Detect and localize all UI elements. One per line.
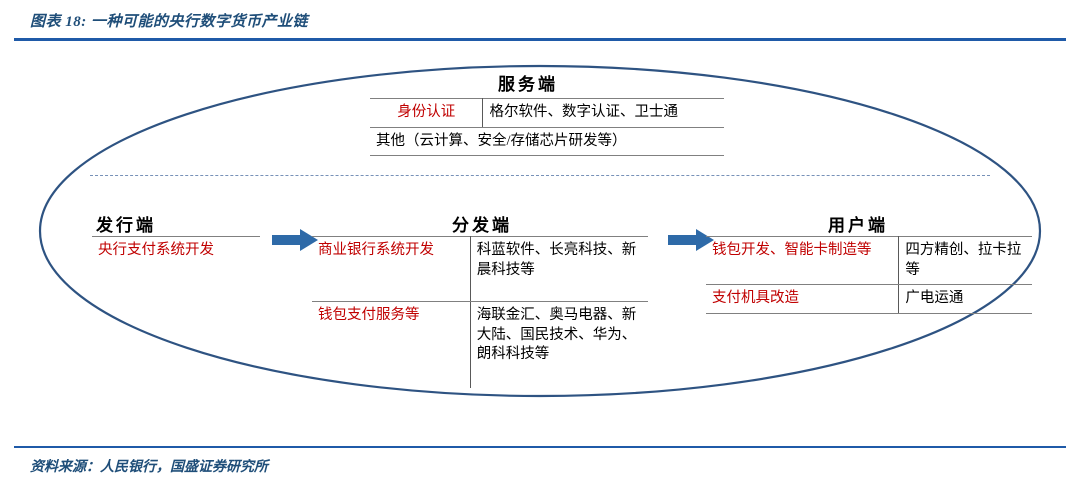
user-category-wallet-smartcard: 钱包开发、智能卡制造等 — [706, 235, 900, 286]
user-companies-terminal-upgrade: 广电运通 — [898, 284, 1032, 314]
user-table: 钱包开发、智能卡制造等 四方精创、拉卡拉等 支付机具改造 广电运通 — [706, 235, 1032, 314]
table-row: 钱包支付服务等 海联金汇、奥马电器、新大陆、国民技术、华为、朗科科技等 — [312, 301, 648, 388]
service-section-title: 服务端 — [498, 75, 558, 94]
issuance-section-title: 发行端 — [96, 216, 156, 235]
distribution-category-bank-system: 商业银行系统开发 — [312, 236, 471, 302]
arrow-right-icon — [668, 229, 714, 251]
service-table: 身份认证 格尔软件、数字认证、卫士通 其他（云计算、安全/存储芯片研发等） — [370, 98, 724, 157]
service-other-row: 其他（云计算、安全/存储芯片研发等） — [370, 127, 724, 157]
table-row: 身份认证 格尔软件、数字认证、卫士通 — [370, 98, 724, 128]
table-row: 其他（云计算、安全/存储芯片研发等） — [370, 127, 724, 157]
page-title: 图表 18: 一种可能的央行数字货币产业链 — [30, 14, 308, 30]
user-section-title: 用户端 — [828, 216, 888, 235]
ellipse-outline — [38, 64, 1042, 398]
issuance-category-pboc-payment-system: 央行支付系统开发 — [92, 235, 260, 265]
distribution-table: 商业银行系统开发 科蓝软件、长亮科技、新晨科技等 钱包支付服务等 海联金汇、奥马… — [312, 236, 648, 388]
issuance-table: 央行支付系统开发 — [92, 235, 260, 265]
table-row: 商业银行系统开发 科蓝软件、长亮科技、新晨科技等 — [312, 236, 648, 302]
user-companies-wallet-smartcard: 四方精创、拉卡拉等 — [898, 235, 1032, 286]
table-row: 央行支付系统开发 — [92, 235, 260, 265]
distribution-section-title: 分发端 — [452, 216, 512, 235]
distribution-companies-wallet-payment: 海联金汇、奥马电器、新大陆、国民技术、华为、朗科科技等 — [476, 307, 637, 363]
value-chain-diagram: 服务端 身份认证 格尔软件、数字认证、卫士通 其他（云计算、安全/存储芯片研发等… — [0, 46, 1080, 442]
service-category-identity: 身份认证 — [370, 98, 484, 128]
user-category-terminal-upgrade: 支付机具改造 — [706, 284, 900, 314]
table-row: 钱包开发、智能卡制造等 四方精创、拉卡拉等 — [706, 235, 1032, 286]
title-divider — [14, 38, 1066, 41]
service-companies-identity: 格尔软件、数字认证、卫士通 — [482, 98, 724, 128]
distribution-companies-bank-system: 科蓝软件、长亮科技、新晨科技等 — [470, 236, 648, 302]
arrow-right-icon — [272, 229, 318, 251]
section-dashed-divider — [90, 175, 990, 176]
source-note: 资料来源：人民银行，国盛证券研究所 — [30, 460, 268, 475]
table-row: 支付机具改造 广电运通 — [706, 284, 1032, 314]
source-divider — [14, 446, 1066, 448]
distribution-category-wallet-payment: 钱包支付服务等 — [312, 301, 471, 388]
